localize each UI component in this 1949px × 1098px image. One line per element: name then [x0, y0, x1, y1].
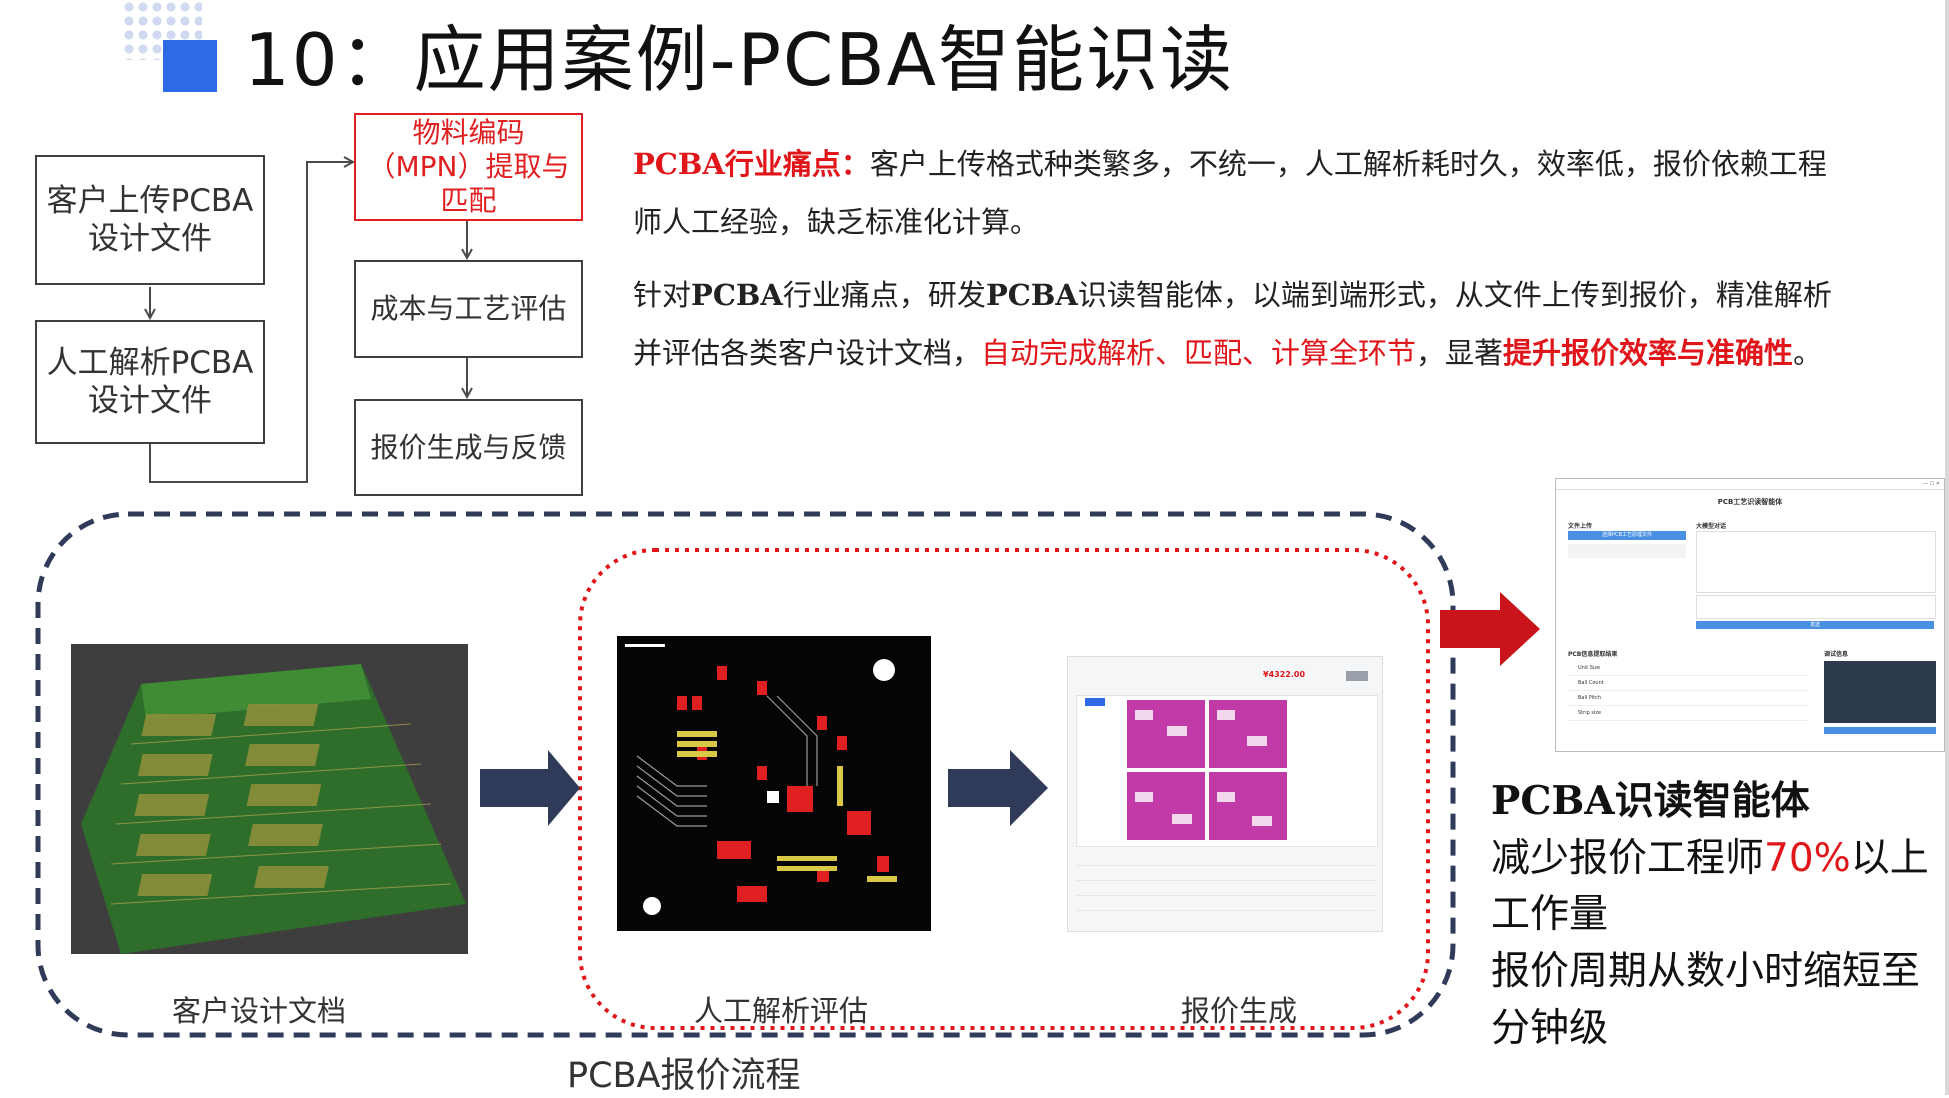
- slide-title: 10：应用案例-PCBA智能识读: [244, 18, 1234, 102]
- app-result-label: PCB信息提取结果: [1568, 651, 1618, 658]
- customer-design-image: [71, 644, 468, 954]
- app-chat-input[interactable]: [1696, 595, 1936, 619]
- quote-board-panel: [1076, 695, 1378, 847]
- result-line-workload: 工作量: [1491, 892, 1609, 937]
- result-line-reduce: 减少报价工程师70%以上: [1491, 830, 1929, 888]
- result-reduce-suffix: 以上: [1850, 836, 1929, 881]
- app-upload-label: 文件上传: [1568, 523, 1593, 530]
- result-line-cycle: 报价周期从数小时缩短至: [1491, 949, 1921, 994]
- app-debug-console: [1824, 661, 1936, 723]
- result-line-minutes: 分钟级: [1491, 1006, 1609, 1051]
- arrow-right-1: [480, 750, 580, 826]
- result-reduce-text: 减少报价工程师: [1491, 836, 1765, 881]
- pcb-agent-app-window: — ☐ ✕ PCB工艺识读智能体 文件上传 选择PCB工艺原理文件 大模型对话 …: [1555, 478, 1945, 752]
- app-title: PCB工艺识读智能体: [1717, 498, 1783, 506]
- caption-quote-gen: 报价生成: [1181, 994, 1298, 1028]
- flow-box-quote: 报价生成与反馈: [354, 399, 583, 496]
- pain-point-label: PCBA行业痛点：: [633, 147, 870, 181]
- solution-paragraph: 针对PCBA行业痛点，研发PCBA识读智能体，以端到端形式，从文件上传到报价，精…: [633, 266, 1833, 382]
- app-result-row: Ball Count: [1568, 676, 1808, 691]
- result-reduce-percent: 70%: [1764, 836, 1851, 881]
- flow-box-upload-label: 客户上传PCBA设计文件: [46, 183, 254, 257]
- quote-ui-button: [1346, 671, 1368, 681]
- app-debug-button[interactable]: [1824, 727, 1936, 734]
- app-send-button[interactable]: 发送: [1696, 621, 1934, 629]
- flow-box-cost-label: 成本与工艺评估: [370, 292, 567, 325]
- solution-text-1: 针对: [633, 278, 692, 312]
- caption-customer-design: 客户设计文档: [172, 994, 347, 1028]
- caption-manual-eval: 人工解析评估: [694, 994, 869, 1028]
- arrow-right-red: [1440, 592, 1540, 666]
- app-debug-label: 调试信息: [1824, 651, 1849, 658]
- pain-point-text: 客户上传格式种类繁多，不统一，人工解析耗时久，效率低，报价依赖工程师人工经验，缺…: [633, 147, 1827, 239]
- solution-bold-2: PCBA: [985, 278, 1078, 312]
- app-result-row: Strip size: [1568, 706, 1808, 721]
- solution-text-3: 识读智能体，以端到端形式，从文件上传到报价，精准解析并评估各类客户设计文档，: [633, 278, 1832, 370]
- right-edge-line: [1945, 0, 1949, 1095]
- pcba-process-title: PCBA报价流程: [567, 1056, 801, 1096]
- manual-stage-outline: [578, 548, 1430, 1030]
- arrow-right-2: [948, 750, 1048, 826]
- solution-text-5: 。: [1793, 336, 1823, 370]
- solution-highlight-1: 自动完成解析、匹配、计算全环节: [981, 336, 1417, 370]
- black-pcb-illustration: [625, 644, 897, 915]
- magenta-board-illustration: [1085, 698, 1287, 840]
- app-result-row: Unit Size: [1568, 661, 1808, 676]
- app-result-row: Ball Pitch: [1568, 691, 1808, 706]
- quote-ui-image: ¥4322.00: [1067, 656, 1383, 932]
- pcb-layout-image: [617, 636, 931, 931]
- flow-box-quote-label: 报价生成与反馈: [370, 430, 567, 464]
- flow-box-manual-parse: 人工解析PCBA设计文件: [35, 320, 265, 444]
- app-result-table: Unit Size Ball Count Ball Pitch Strip si…: [1568, 661, 1808, 721]
- pcba-process-outline: [35, 511, 1456, 1038]
- green-pcb-illustration: [81, 664, 466, 954]
- result-agent-name: PCBA识读智能体: [1491, 778, 1810, 824]
- quote-form-rows: [1076, 855, 1376, 925]
- flow-box-cost: 成本与工艺评估: [354, 260, 583, 358]
- solution-highlight-2: 提升报价效率与准确性: [1503, 336, 1794, 370]
- flow-box-mpn: 物料编码（MPN）提取与匹配: [354, 113, 583, 221]
- app-title-bar: — ☐ ✕: [1556, 479, 1944, 490]
- flow-box-mpn-label: 物料编码（MPN）提取与匹配: [367, 116, 570, 217]
- pain-point-paragraph: PCBA行业痛点：客户上传格式种类繁多，不统一，人工解析耗时久，效率低，报价依赖…: [633, 135, 1833, 251]
- solution-text-4: ，显著: [1416, 336, 1504, 370]
- header-accent-square: [163, 40, 217, 92]
- solution-bold-1: PCBA: [691, 278, 783, 312]
- window-controls-icon: — ☐ ✕: [1923, 481, 1940, 487]
- quote-price: ¥4322.00: [1263, 670, 1306, 679]
- flow-box-upload: 客户上传PCBA设计文件: [35, 155, 265, 285]
- app-chat-label: 大模型对话: [1696, 523, 1727, 530]
- app-upload-button[interactable]: 选择PCB工艺原理文件: [1568, 531, 1686, 540]
- app-file-path: [1568, 544, 1686, 558]
- solution-text-2: 行业痛点，研发: [782, 278, 986, 312]
- flow-box-manual-parse-label: 人工解析PCBA设计文件: [46, 345, 254, 419]
- app-chat-history: [1696, 531, 1936, 593]
